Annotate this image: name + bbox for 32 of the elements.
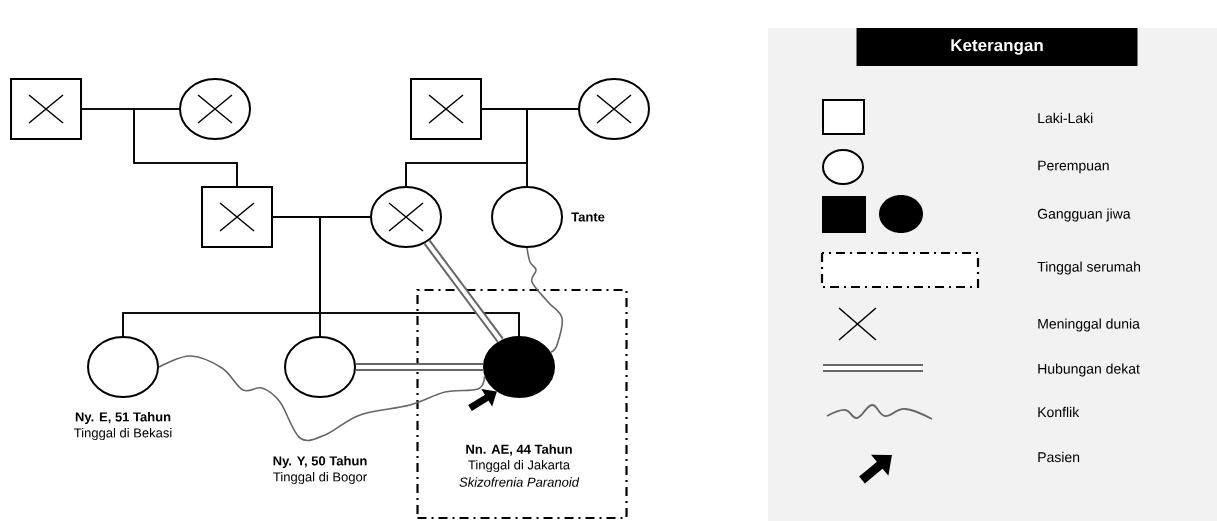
note-label: Tinggal di Jakarta bbox=[468, 459, 571, 473]
note-label: Tinggal di Bogor bbox=[273, 471, 367, 485]
conflict-line bbox=[158, 355, 486, 442]
male-symbol bbox=[201, 186, 273, 248]
name-label: Ny. Y, 50 Tahun bbox=[273, 455, 367, 469]
name-label: Tante bbox=[571, 212, 605, 222]
legend-text: Tinggal serumah bbox=[1037, 261, 1141, 275]
name-label: Nn. AE, 44 Tahun bbox=[466, 444, 572, 456]
name-label: Ny. E, 51 Tahun bbox=[75, 411, 171, 425]
household-box bbox=[416, 288, 628, 520]
legend-text: Pasien bbox=[1038, 451, 1080, 463]
legend-text: Perempuan bbox=[1038, 160, 1109, 174]
legend-title: Keterangan bbox=[856, 28, 1138, 66]
legend-text: Konflik bbox=[1038, 406, 1080, 418]
note-label: Skizofrenia Paranoid bbox=[459, 477, 580, 487]
close-relation-line bbox=[356, 363, 483, 371]
conflict-line bbox=[526, 247, 564, 354]
family-line bbox=[526, 108, 579, 187]
legend-text: Meninggal dunia bbox=[1038, 318, 1140, 332]
family-line bbox=[133, 108, 238, 187]
legend-text: Laki-Laki bbox=[1038, 112, 1093, 124]
male-symbol bbox=[410, 78, 482, 140]
family-line bbox=[319, 216, 520, 337]
female-symbol bbox=[179, 78, 251, 140]
close-relation-line bbox=[423, 239, 504, 343]
legend-text: Gangguan jiwa bbox=[1037, 208, 1131, 222]
female-symbol bbox=[370, 186, 442, 248]
legend-text: Hubungan dekat bbox=[1038, 363, 1140, 377]
female-symbol bbox=[578, 78, 650, 140]
patient-arrow bbox=[468, 388, 497, 411]
note-label: Tinggal di Bekasi bbox=[74, 427, 172, 441]
male-symbol bbox=[10, 78, 82, 140]
